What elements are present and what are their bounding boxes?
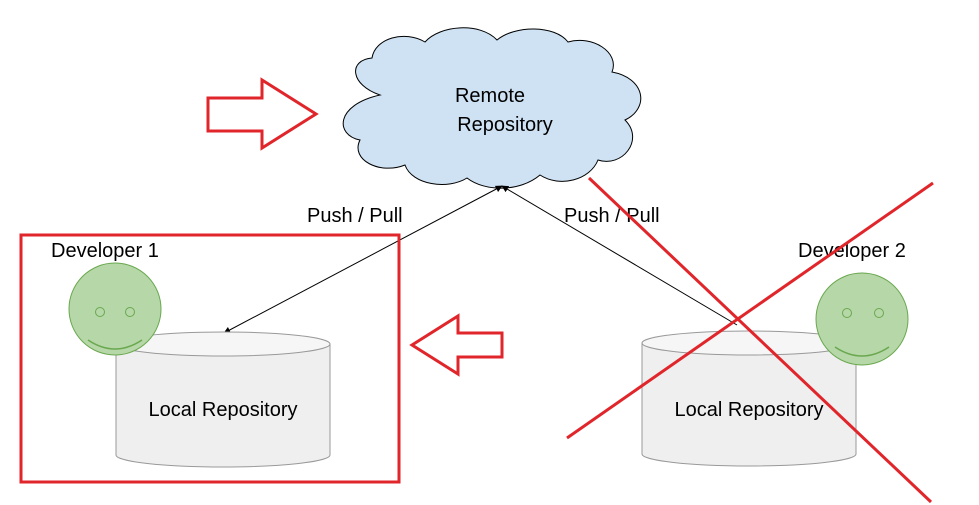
cloud-shape [342,27,642,189]
remote-repository-label-line2: Repository [457,114,553,136]
developer1-highlight-box [19,233,401,484]
block-arrow-left-icon [409,313,504,377]
push-pull-label-left: Push / Pull [307,205,403,227]
connector-left [223,185,503,334]
connector-right [501,185,738,326]
remote-repository-cloud: Remote Repository [342,27,642,189]
push-pull-connectors: Push / Pull Push / Pull [223,185,738,334]
cylinder-body [641,343,857,467]
developer1-name: Developer 1 [51,240,159,262]
block-arrow-right-icon [206,77,319,151]
smiley-face-icon [68,262,162,356]
developer1-repo-label: Local Repository [149,399,298,421]
remote-repository-label-line1: Remote [455,85,525,107]
developer2-name: Developer 2 [798,240,906,262]
cross-out-icon [566,176,934,504]
developer2-repo-label: Local Repository [675,399,824,421]
developer1-local-repository: Local Repository [115,331,331,468]
cylinder-body [115,344,331,468]
push-pull-label-right: Push / Pull [564,205,660,227]
smiley-face-icon [815,272,909,366]
